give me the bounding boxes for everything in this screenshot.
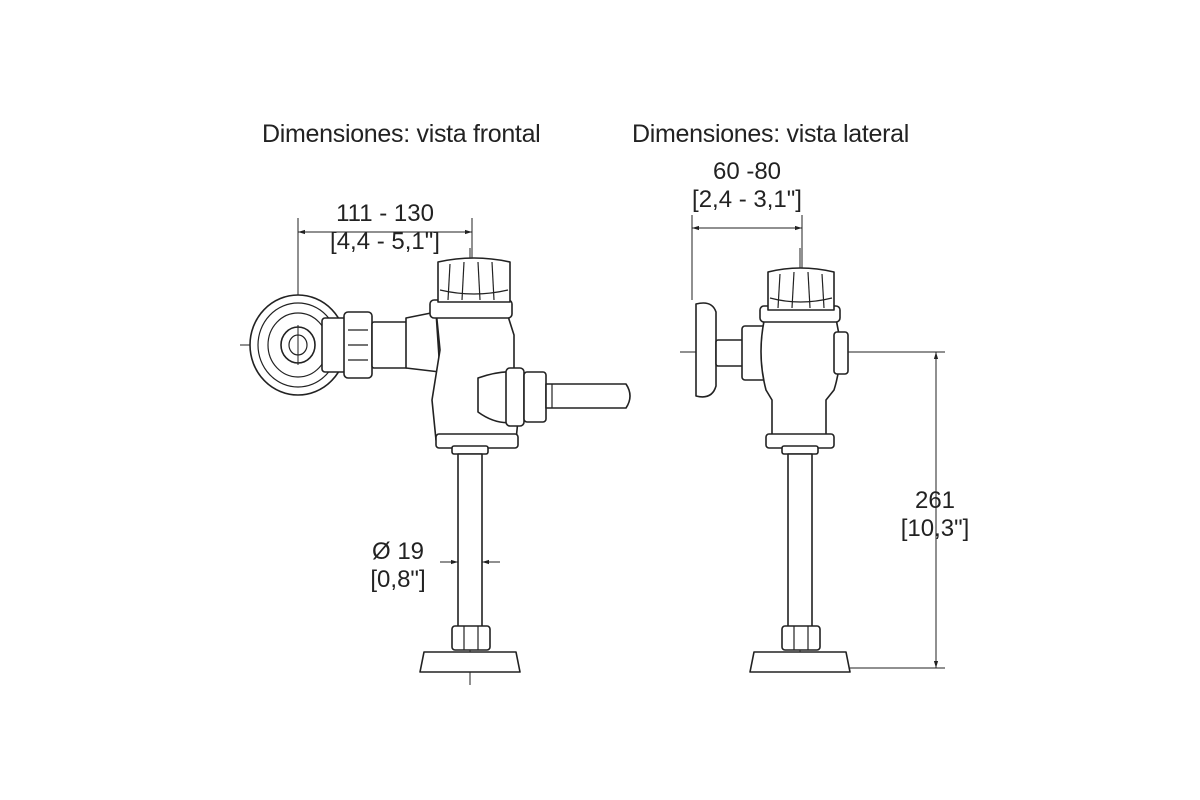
front-handle [477, 367, 631, 427]
side-view-title: Dimensiones: vista lateral [632, 120, 910, 148]
front-width-dimension [297, 218, 473, 300]
side-flush-tube [787, 453, 813, 631]
side-fluted-cap [767, 267, 835, 311]
front-fluted-cap [437, 257, 511, 303]
side-depth-label: 60 -80 [2,4 - 3,1"] [672, 158, 822, 214]
pipe-diameter-label: Ø 19 [0,8"] [358, 538, 438, 594]
side-depth-dimension [691, 215, 803, 300]
front-width-mm: 111 - 130 [336, 200, 434, 227]
side-height-dimension [850, 352, 945, 669]
pipe-diameter-in: [0,8"] [370, 566, 426, 593]
front-view-title: Dimensiones: vista frontal [262, 120, 541, 148]
side-tube-top [781, 445, 819, 455]
side-stop-cap [695, 302, 767, 398]
front-view-drawing [240, 218, 631, 685]
side-valve-body [760, 305, 841, 441]
front-flush-tube [440, 445, 500, 631]
side-handle-stub [833, 331, 849, 375]
front-spud-coupling [419, 625, 521, 673]
pipe-diameter-mm: Ø 19 [371, 538, 425, 565]
side-spud-coupling [749, 625, 851, 673]
side-depth-in: [2,4 - 3,1"] [692, 186, 802, 213]
side-view-drawing [680, 215, 945, 673]
front-union-nut [321, 311, 409, 379]
front-inlet-tube [405, 311, 441, 373]
side-depth-mm: 60 -80 [712, 158, 782, 185]
